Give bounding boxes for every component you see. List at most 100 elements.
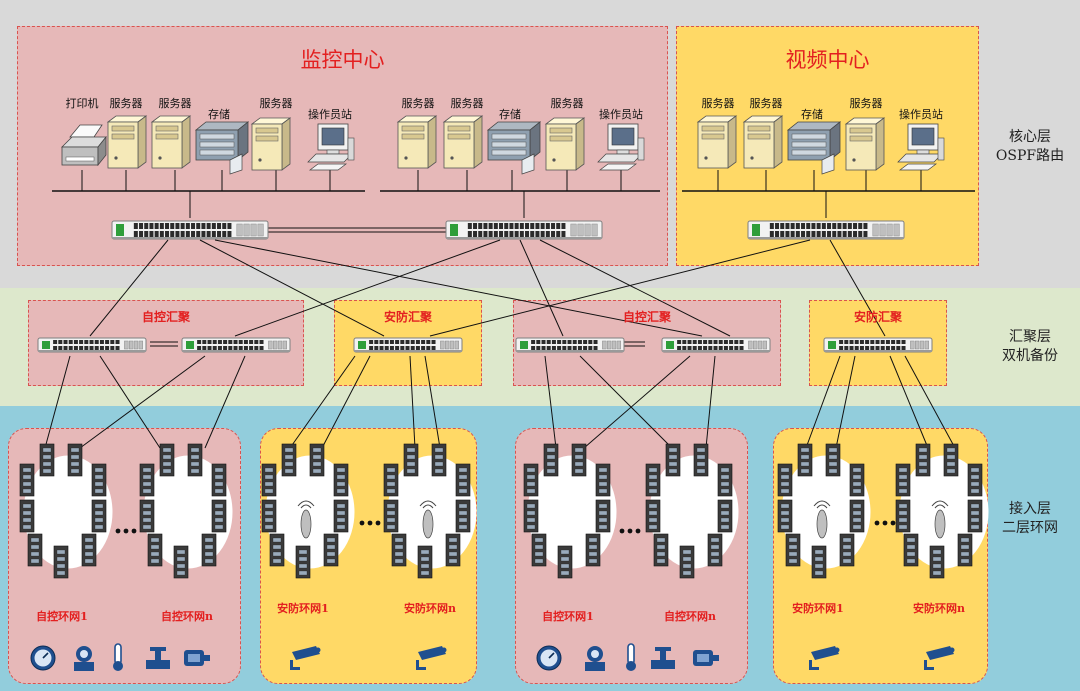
aggregation-layer-label: 汇聚层 双机备份 xyxy=(990,328,1070,366)
storage-icon xyxy=(786,121,842,175)
core-agg-link xyxy=(519,239,564,337)
ring-switch-icon xyxy=(825,443,841,477)
ring-switch-icon xyxy=(201,533,217,567)
ring-switch-icon xyxy=(929,545,945,579)
ring-switch-icon xyxy=(777,463,793,497)
ring-label-security-2-first: 安防环网1 xyxy=(792,602,844,615)
ring-label-control-1-last: 自控环网n xyxy=(161,610,213,623)
server-icon xyxy=(396,115,438,169)
ring-switch-icon xyxy=(281,443,297,477)
aggregation-switch xyxy=(515,337,625,353)
wireless-ap-icon xyxy=(931,500,949,539)
ring-switch-icon xyxy=(211,499,227,533)
ring-switch-icon xyxy=(269,533,285,567)
core-agg-link xyxy=(539,239,731,337)
ring-switch-icon xyxy=(915,443,931,477)
ring-label-control-2-last: 自控环网n xyxy=(664,610,716,623)
agg-access-link xyxy=(579,355,673,449)
ring-switch-icon xyxy=(261,463,277,497)
core-agg-link xyxy=(89,239,169,337)
ring-switch-icon xyxy=(585,533,601,567)
ring-switch-icon xyxy=(403,443,419,477)
device-label: 存储 xyxy=(499,108,521,121)
access-layer-label: 接入层 二层环网 xyxy=(990,500,1070,538)
ellipsis-dots xyxy=(115,528,137,534)
ring-switch-icon xyxy=(967,499,983,533)
agg-access-link xyxy=(805,355,841,449)
ring-label-security-2-last: 安防环网n xyxy=(913,602,965,615)
ring-switch-icon xyxy=(81,533,97,567)
core-agg-link xyxy=(429,239,811,337)
ring-switch-icon xyxy=(19,499,35,533)
server-icon xyxy=(106,115,148,169)
agg-title-control-1: 自控汇聚 xyxy=(141,310,190,324)
ring-switch-icon xyxy=(707,533,723,567)
ring-switch-icon xyxy=(455,499,471,533)
ring-switch-icon xyxy=(571,443,587,477)
ring-switch-icon xyxy=(383,463,399,497)
camera-icon xyxy=(290,646,321,670)
agg-access-link xyxy=(583,355,691,449)
thermometer-icon xyxy=(626,643,636,671)
ring-switch-icon xyxy=(849,499,865,533)
ring-switch-icon xyxy=(445,533,461,567)
aggregation-switch xyxy=(823,337,933,353)
ring-switch-icon xyxy=(543,443,559,477)
ring-switch-icon xyxy=(523,463,539,497)
ring-control-1-first xyxy=(19,443,113,579)
agg-access-link xyxy=(79,355,206,449)
ring-switch-icon xyxy=(595,463,611,497)
valve-icon xyxy=(146,647,170,669)
aggregation-switch xyxy=(353,337,463,353)
ring-switch-icon xyxy=(895,463,911,497)
ring-label-control-2-first: 自控环网1 xyxy=(542,610,594,623)
camera-icon xyxy=(416,646,447,670)
aggregation-switch xyxy=(37,337,147,353)
ring-switch-icon xyxy=(557,545,573,579)
ring-switch-icon xyxy=(957,533,973,567)
ring-switch-icon xyxy=(849,463,865,497)
printer-icon xyxy=(61,124,107,167)
aggregation-switch xyxy=(181,337,291,353)
ring-label-security-1-first: 安防环网1 xyxy=(277,602,329,615)
core-layer-label: 核心层 OSPF路由 xyxy=(990,128,1070,166)
device-label: 服务器 xyxy=(259,97,293,110)
ring-switch-icon xyxy=(391,533,407,567)
core-switch xyxy=(747,220,905,240)
agg-access-link xyxy=(705,355,716,449)
ring-label-security-1-last: 安防环网n xyxy=(404,602,456,615)
ring-switch-icon xyxy=(895,499,911,533)
ring-switch-icon xyxy=(211,463,227,497)
agg-title-security-2: 安防汇聚 xyxy=(853,310,902,324)
ring-switch-icon xyxy=(653,533,669,567)
ring-security-1-first xyxy=(261,443,355,579)
agg-access-link xyxy=(544,355,557,449)
access-layer-desc: 二层环网 xyxy=(1002,520,1058,536)
gauge-icon xyxy=(536,645,562,671)
monitor-center-title: 监控中心 xyxy=(300,48,385,72)
core-agg-link xyxy=(829,239,886,337)
ring-control-1-last xyxy=(139,443,233,579)
device-label: 操作员站 xyxy=(308,108,352,121)
ring-switch-icon xyxy=(187,443,203,477)
aggregation-layer-name: 汇聚层 xyxy=(1009,329,1051,345)
ring-switch-icon xyxy=(39,443,55,477)
core-layer-desc: OSPF路由 xyxy=(995,148,1065,164)
ring-switch-icon xyxy=(693,443,709,477)
device-label: 存储 xyxy=(208,108,230,121)
ring-switch-icon xyxy=(595,499,611,533)
wireless-ap-icon xyxy=(813,500,831,539)
ring-switch-icon xyxy=(431,443,447,477)
agg-access-link xyxy=(99,355,161,449)
server-icon xyxy=(442,115,484,169)
ring-switch-icon xyxy=(91,463,107,497)
device-label: 服务器 xyxy=(109,97,143,110)
ring-switch-icon xyxy=(159,443,175,477)
device-label: 服务器 xyxy=(401,97,435,110)
device-label: 服务器 xyxy=(550,97,584,110)
ring-switch-icon xyxy=(967,463,983,497)
ring-switch-icon xyxy=(53,545,69,579)
wireless-ap-icon xyxy=(297,500,315,539)
agg-access-link xyxy=(44,355,71,449)
workstation-icon xyxy=(897,123,945,171)
